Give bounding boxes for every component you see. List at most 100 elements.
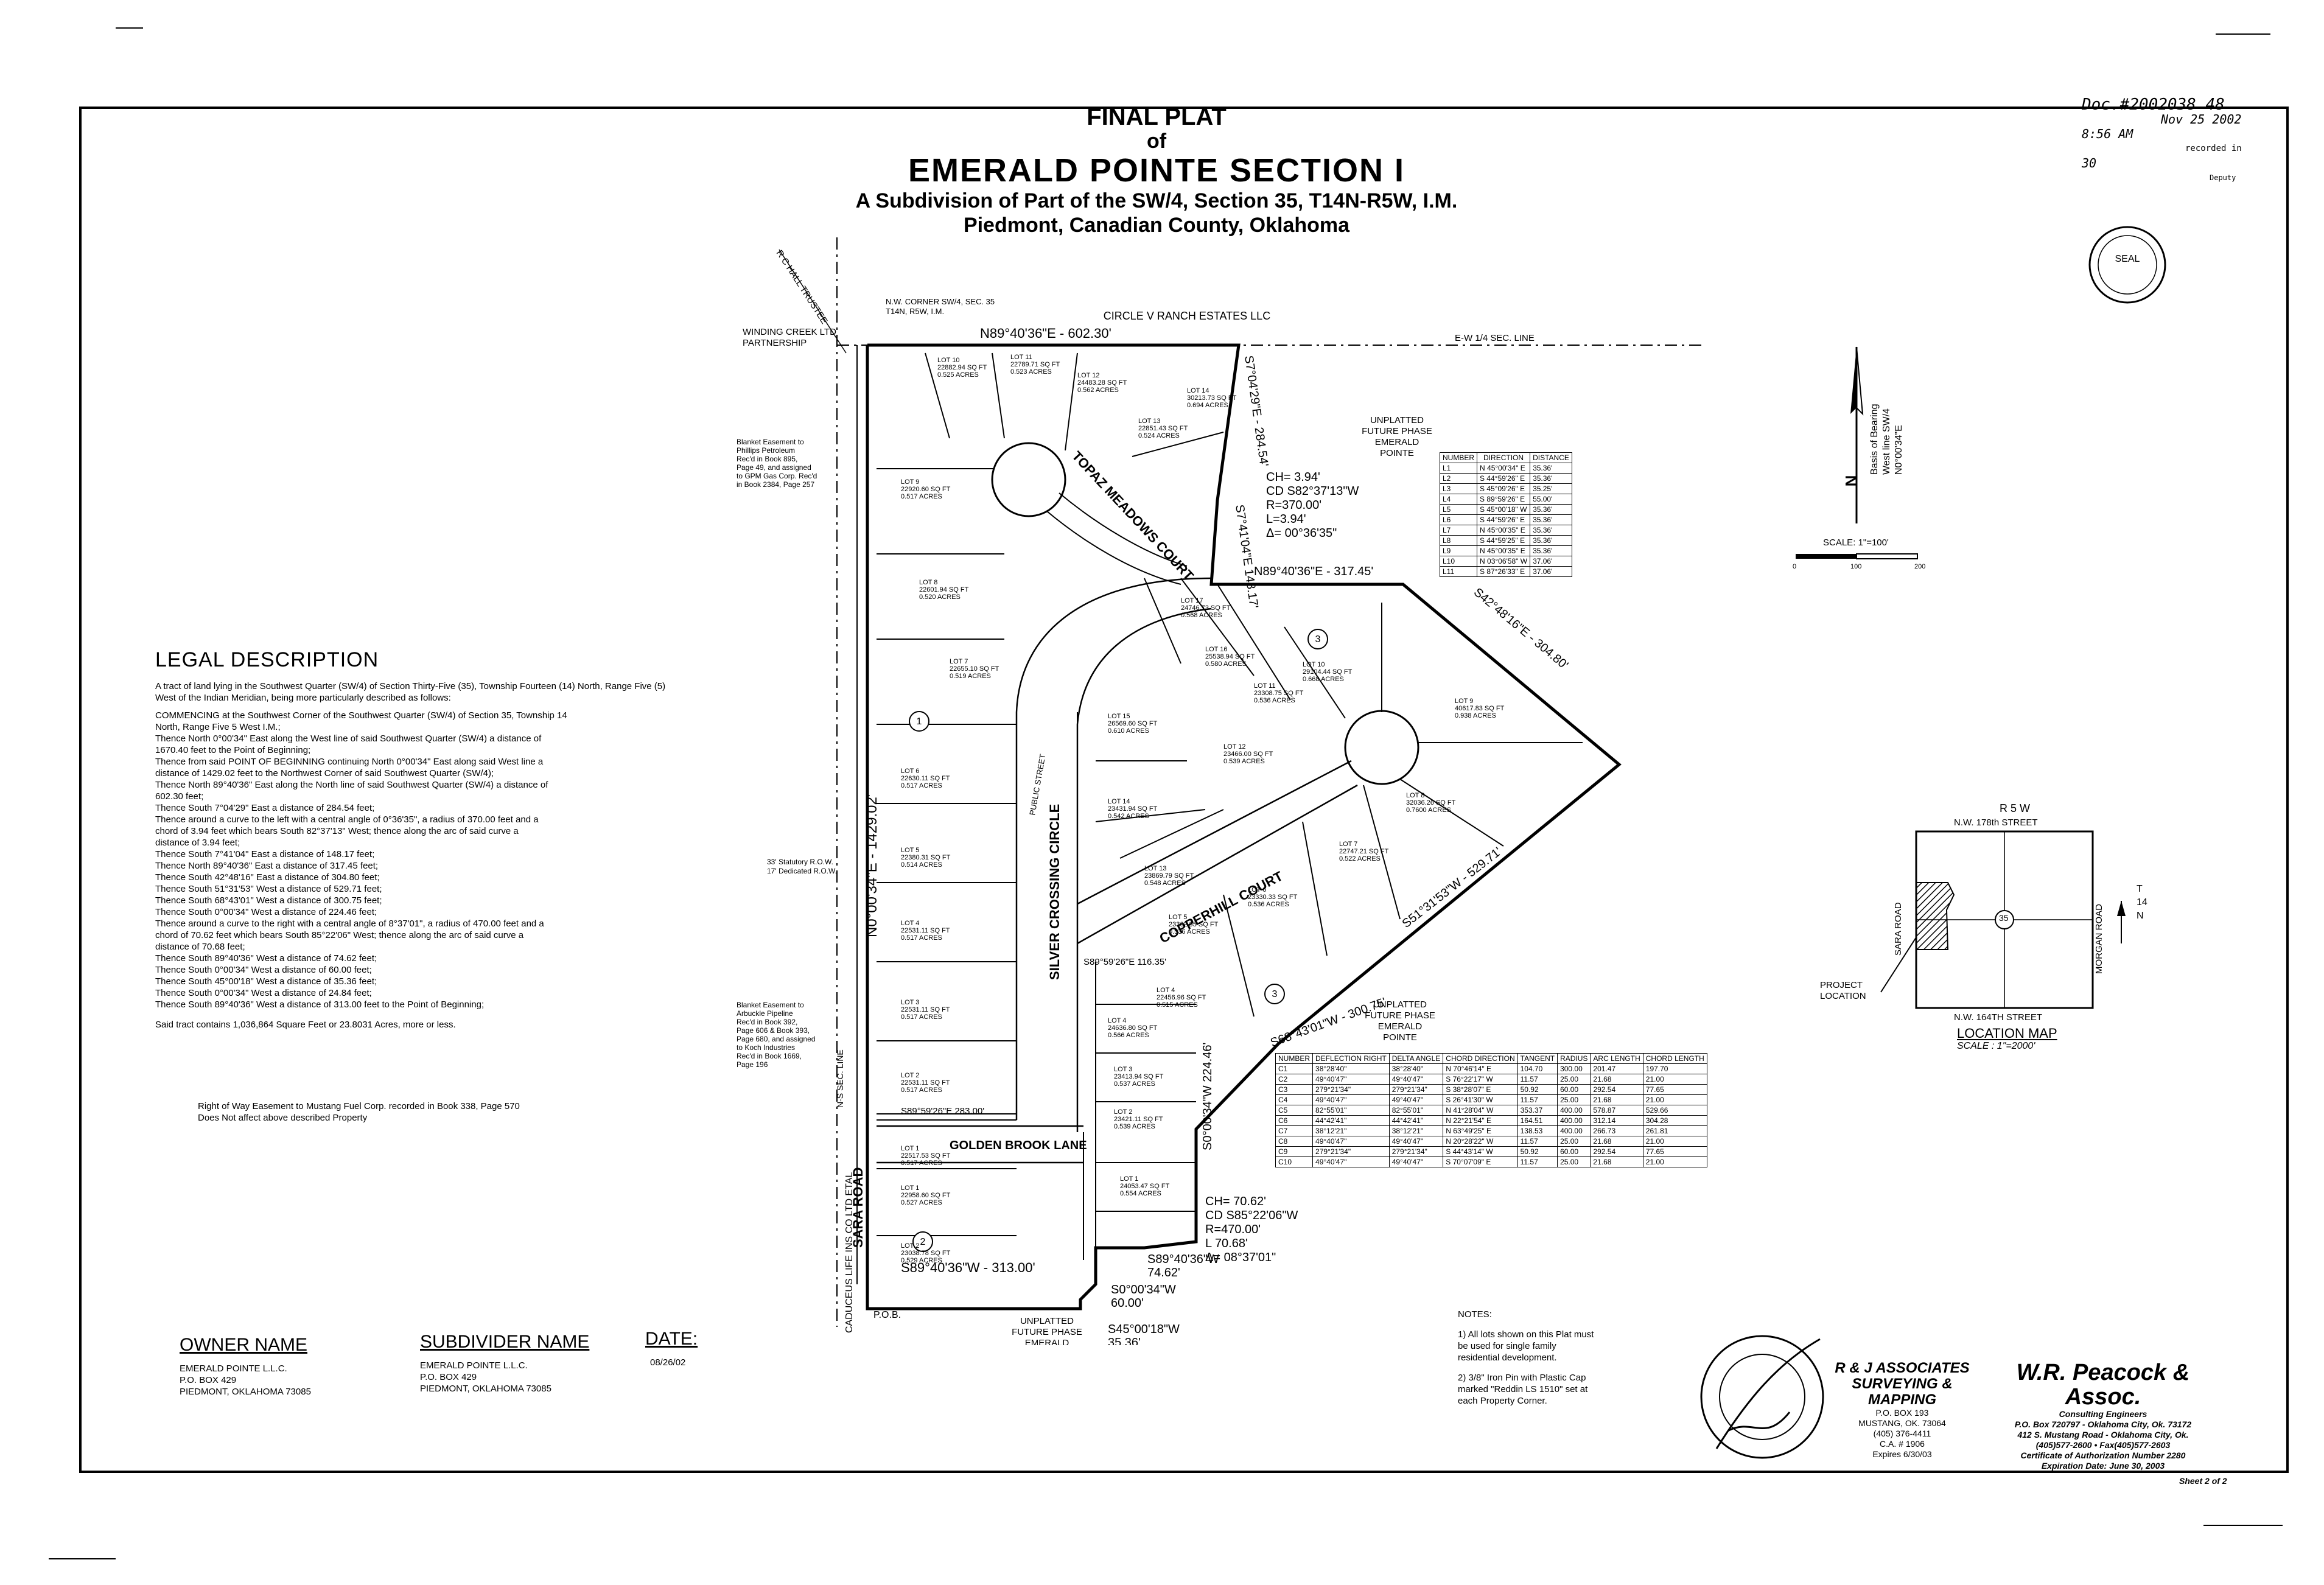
table-cell: C7 [1275, 1125, 1314, 1136]
bearing-line3: N0°00'34"E [1894, 425, 1904, 475]
lot-label: 0.548 ACRES [1144, 880, 1186, 887]
lot-label: 0.542 ACRES [1108, 813, 1149, 820]
county-seal-icon: SEAL [2088, 226, 2166, 304]
loc-scale: SCALE : 1"=2000' [1957, 1041, 2035, 1051]
lot-label: 26569.60 SQ FT [1108, 720, 1158, 727]
wr-line: Expiration Date: June 30, 2003 [2041, 1461, 2165, 1471]
lot-label: 23413.94 SQ FT [1114, 1073, 1164, 1080]
rj-associates: R & J ASSOCIATES SURVEYING & MAPPING P.O… [1820, 1360, 1984, 1460]
loc-range: R 5 W [2000, 802, 2031, 814]
lot-label: 22531.11 SQ FT [901, 927, 950, 934]
lot-label: 24746.73 SQ FT [1181, 604, 1231, 612]
curve1-data: CH= 3.94' [1266, 471, 1320, 484]
wr-name: W.R. Peacock & Assoc. [2016, 1360, 2190, 1410]
legal-call-line: distance of 70.68 feet; [155, 942, 245, 952]
future-phase-label: FUTURE PHASE [1365, 1010, 1435, 1021]
title-location: Piedmont, Canadian County, Oklahoma [963, 214, 1350, 237]
legal-call-line: Thence North 89°40'36" East a distance o… [155, 861, 379, 871]
loc-title: LOCATION MAP [1957, 1026, 2057, 1041]
lot-label: 0.515 ACRES [1157, 1001, 1198, 1009]
lot-label: LOT 1 [1120, 1175, 1138, 1183]
neighbor-north: CIRCLE V RANCH ESTATES LLC [1104, 310, 1270, 322]
curve2-data: R=470.00' [1205, 1223, 1261, 1236]
ew-section-line-label: E-W 1/4 SEC. LINE [1455, 333, 1535, 343]
table-cell: 266.73 [1590, 1125, 1643, 1136]
table-cell: 11.57 [1517, 1074, 1558, 1085]
lot-label: 22882.94 SQ FT [937, 364, 987, 371]
lot-label: LOT 1 [901, 1184, 919, 1192]
lot-label: LOT 4 [901, 920, 919, 927]
legal-call-line: Thence South 45°00'18" West a distance o… [155, 976, 377, 987]
corner-mark [49, 1558, 116, 1559]
lot-label: 0.539 ACRES [1114, 1123, 1155, 1130]
table-cell: 21.00 [1642, 1136, 1707, 1147]
owner-line: P.O. BOX 429 [180, 1375, 237, 1385]
legal-call-line: Thence around a curve to the left with a… [155, 814, 539, 825]
block-number: 3 [1315, 634, 1321, 645]
corner-mark [2216, 33, 2270, 35]
curve2-data: Δ= 08°37'01" [1205, 1251, 1276, 1264]
bearing-silver: S89°59'26"E 116.35' [1083, 957, 1166, 967]
table-cell: 49°40'47" [1388, 1094, 1444, 1105]
easement-phillips: to GPM Gas Corp. Rec'd [737, 472, 817, 480]
lot-label: LOT 3 [1114, 1066, 1132, 1073]
title-subdivision-name: EMERALD POINTE SECTION I [908, 152, 1405, 189]
table-cell: 312.14 [1590, 1115, 1643, 1126]
table-cell: S 70°07'09" E [1443, 1156, 1518, 1167]
lot-label: LOT 13 [1138, 418, 1161, 425]
block-number: 1 [917, 716, 922, 727]
legal-call-line: Thence from said POINT OF BEGINNING cont… [155, 757, 544, 767]
legal-call-line: Thence South 7°04'29" East a distance of… [155, 803, 375, 813]
table-cell: 353.37 [1517, 1105, 1558, 1116]
bearing-west: N0°00'34"E - 1429.02' [864, 794, 880, 937]
subdivider-block: SUBDIVIDER NAME EMERALD POINTE L.L.C. P.… [420, 1333, 615, 1394]
lot-label: 0.539 ACRES [1223, 758, 1265, 765]
lot-label: 22789.71 SQ FT [1010, 361, 1060, 368]
neighbor-rc-hall: R C HALL TRUSTEE [774, 248, 830, 326]
title-of: of [1146, 130, 1167, 153]
lot-label: 0.517 ACRES [901, 1086, 942, 1094]
lot-label: 23431.94 SQ FT [1108, 805, 1158, 813]
lot-label: 23362.95 SQ FT [1169, 921, 1219, 928]
table-header: NUMBER [1275, 1053, 1314, 1064]
table-cell: 38°12'21" [1312, 1125, 1390, 1136]
easement-arbuckle: Page 196 [737, 1060, 768, 1069]
table-header: DIRECTION [1477, 452, 1531, 463]
date-block: DATE: 08/26/02 [645, 1330, 737, 1368]
table-cell: S 87°26'33" E [1477, 566, 1531, 577]
lot-label: LOT 11 [1254, 682, 1276, 690]
easement-arbuckle: Blanket Easement to [737, 1001, 804, 1009]
table-cell: 49°40'47" [1312, 1136, 1390, 1147]
plat-title-block: FINAL PLAT of EMERALD POINTE SECTION I A… [791, 103, 1522, 237]
table-cell: 35.36' [1530, 463, 1572, 474]
north-arrow-icon: N [1842, 346, 1864, 523]
lot-label: 0.610 ACRES [1108, 727, 1149, 735]
table-cell: C2 [1275, 1074, 1314, 1085]
legal-call-line: chord of 3.94 feet which bears South 82°… [155, 826, 519, 836]
bearing-east2: S7°41'04"E 148.17' [1233, 504, 1261, 609]
table-cell: 35.36' [1530, 504, 1572, 515]
table-cell: 44°42'41" [1388, 1115, 1444, 1126]
legal-call-line: Thence South 0°00'34" West a distance of… [155, 988, 372, 998]
lot-label: 22851.43 SQ FT [1138, 425, 1188, 432]
lot-label: 24636.80 SQ FT [1108, 1024, 1158, 1032]
loc-south-street: N.W. 164TH STREET [1954, 1012, 2043, 1023]
corner-mark [116, 27, 143, 29]
lot-label: 22747.21 SQ FT [1339, 848, 1389, 855]
lot-label: 23421.11 SQ FT [1114, 1116, 1163, 1123]
lot-label: 0.517 ACRES [901, 782, 942, 789]
lot-label: LOT 15 [1108, 713, 1130, 720]
lot-label: 0.529 ACRES [901, 1257, 942, 1264]
curve1-data: Δ= 00°36'35" [1266, 527, 1337, 540]
lot-label: 23330.33 SQ FT [1248, 894, 1298, 901]
future-phase-label: UNPLATTED [1020, 1316, 1074, 1326]
lot-label: 23869.79 SQ FT [1144, 872, 1194, 880]
stamp-book: 30 [2082, 156, 2097, 170]
bearing-bottom: S89°40'36"W - 313.00' [901, 1260, 1035, 1275]
bearing-north: N89°40'36"E - 602.30' [980, 326, 1111, 341]
lot-label: 22531.11 SQ FT [901, 1006, 950, 1013]
